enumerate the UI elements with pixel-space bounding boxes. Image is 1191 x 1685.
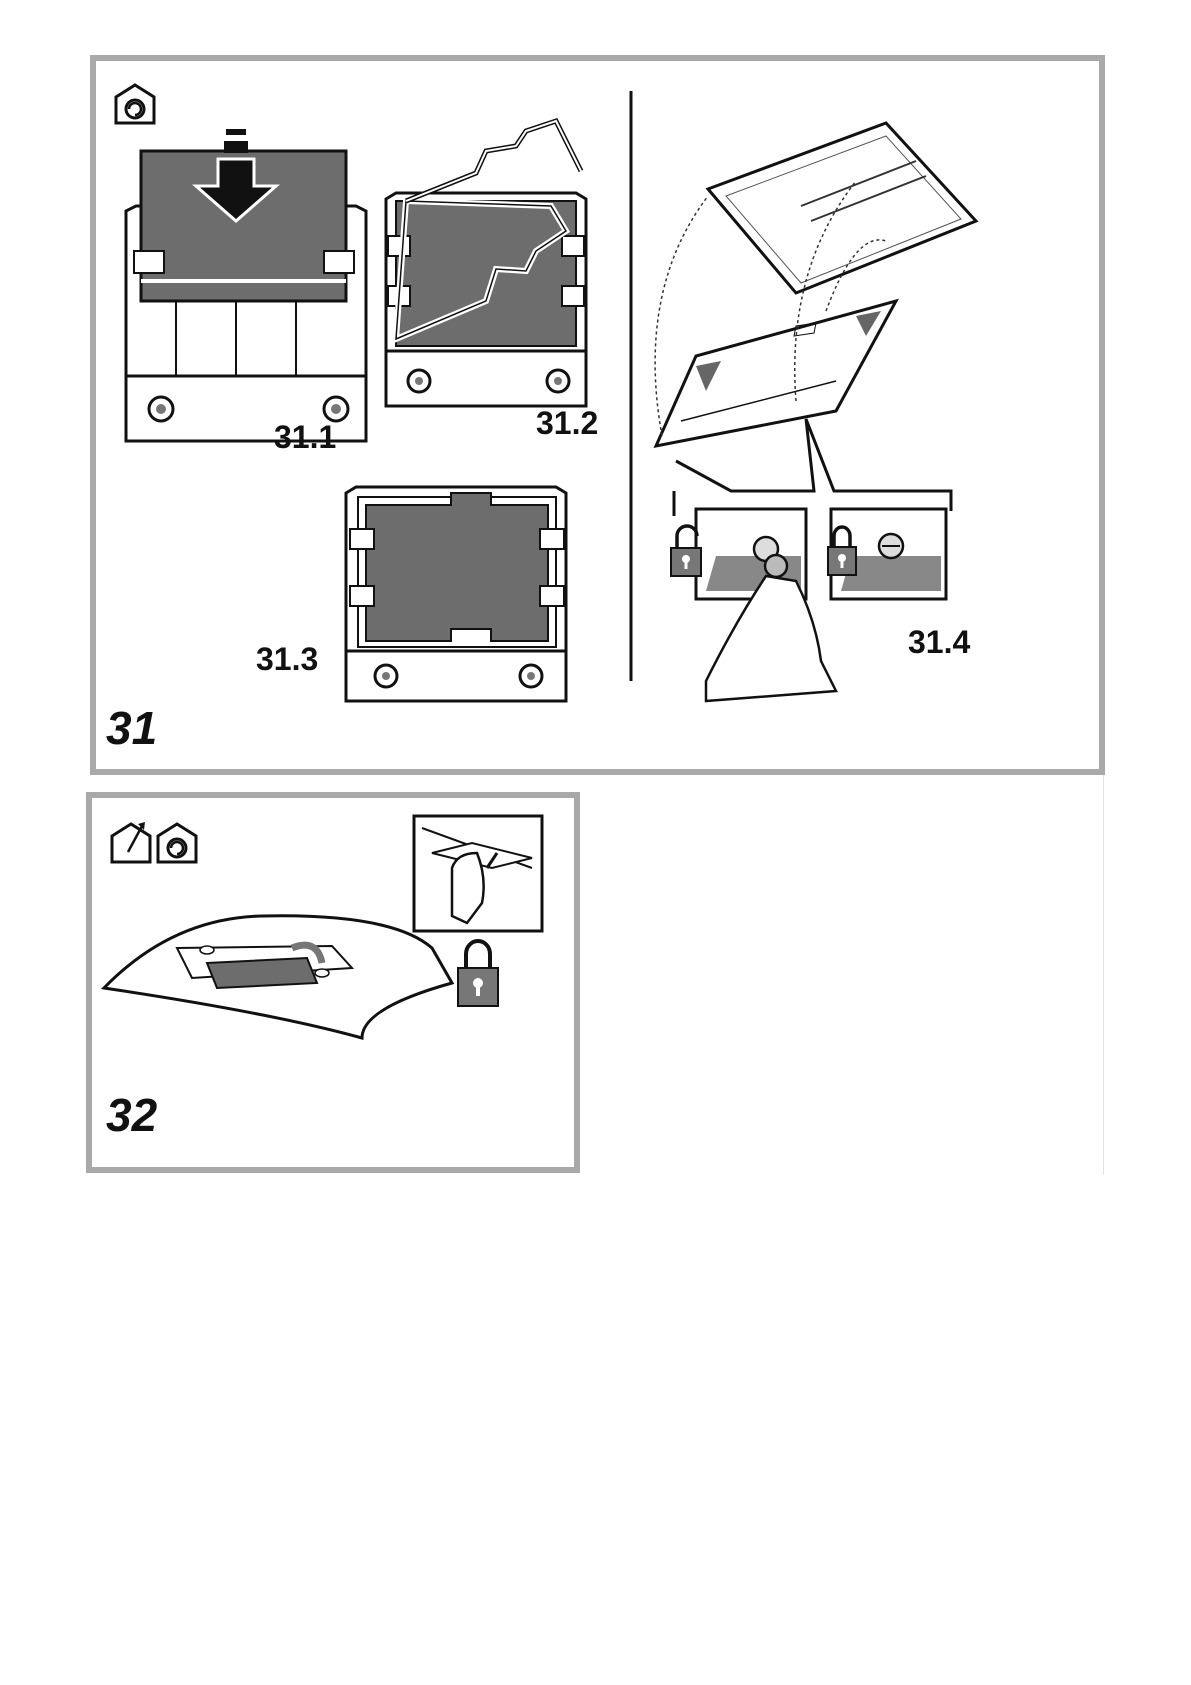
page-edge-line [1103,775,1104,1175]
step-31-1-illustration [126,129,366,441]
step-label-31-2: 31.2 [536,405,598,442]
step-label-31-1: 31.1 [274,419,336,456]
locked-padlock-icon [458,941,498,1006]
recirculation-house-icon [116,85,154,123]
step-31-2-illustration [386,121,586,406]
step-label-31-3: 31.3 [256,641,318,678]
step-31-4-illustration [655,123,976,701]
step-label-31-4: 31.4 [908,624,970,661]
extraction-house-icon [112,822,150,862]
unlocked-padlock-icon [671,526,701,576]
recirculation-house-icon [158,824,196,862]
step-31-3-illustration [346,487,566,701]
hand-detail-inset [414,816,542,931]
figure-32-panel: 32 [86,792,580,1173]
figure-32-illustration [92,798,574,1167]
figure-31-panel: 31.1 31.2 31.3 31.4 31 [90,55,1105,775]
hood-canopy-illustration [104,916,452,1038]
figure-number-32: 32 [106,1088,157,1142]
figure-number-31: 31 [106,701,157,755]
